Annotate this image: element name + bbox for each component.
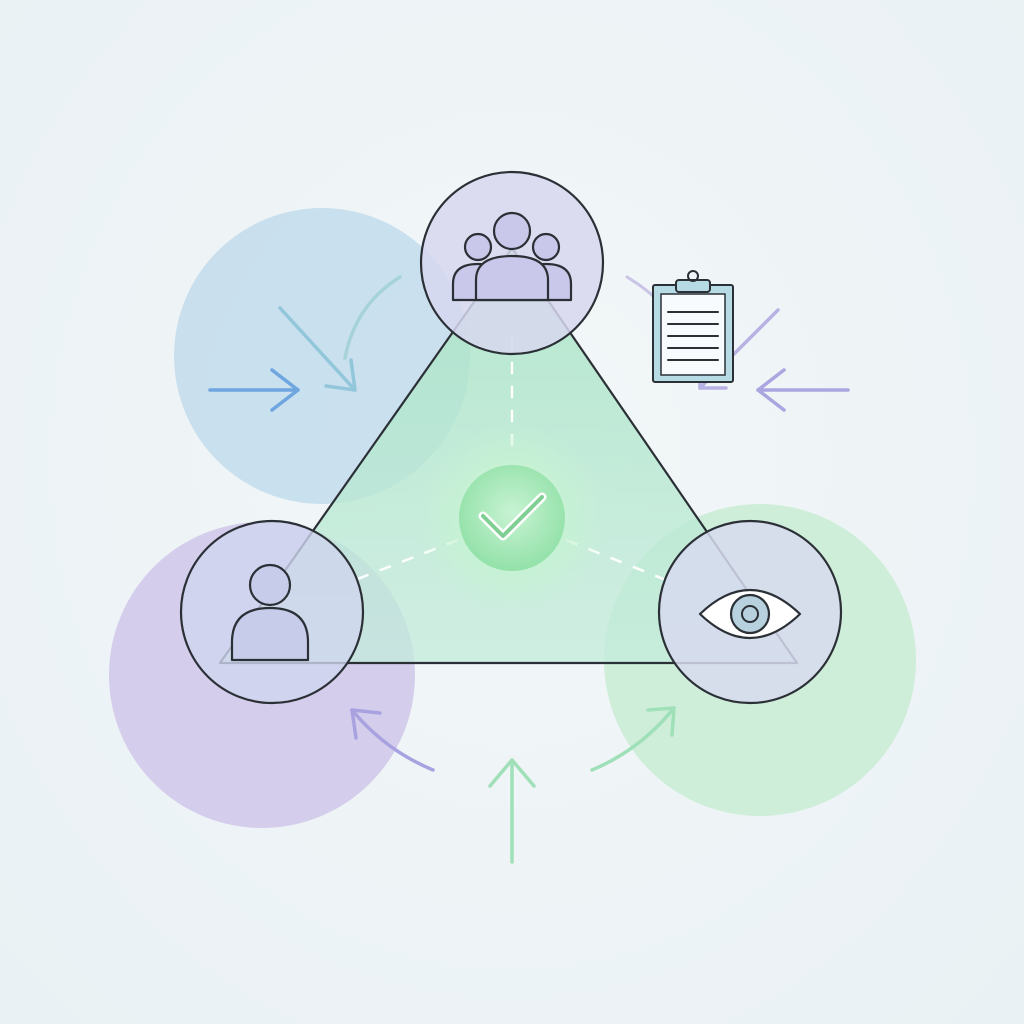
arrow-diagonal-teal xyxy=(278,306,357,392)
individual-node xyxy=(179,519,365,705)
arrow-curve-top-right xyxy=(625,275,657,300)
team-node xyxy=(419,170,605,356)
arrow-in-left-blue xyxy=(208,368,300,412)
person-icon xyxy=(230,563,310,662)
observer-node xyxy=(657,519,843,705)
arrow-in-right-purple xyxy=(756,368,850,412)
arrow-curve-bottom-right xyxy=(590,706,676,772)
group-icon xyxy=(451,211,573,302)
center-guides xyxy=(354,338,667,582)
eye-icon xyxy=(698,588,802,640)
arrow-curve-bottom-left xyxy=(350,708,435,772)
clipboard-icon xyxy=(652,270,734,383)
center-check-badge xyxy=(417,423,607,613)
arrow-curve-top-left xyxy=(343,275,402,360)
checkmark-icon xyxy=(478,492,547,541)
arrow-up-green xyxy=(488,758,536,864)
